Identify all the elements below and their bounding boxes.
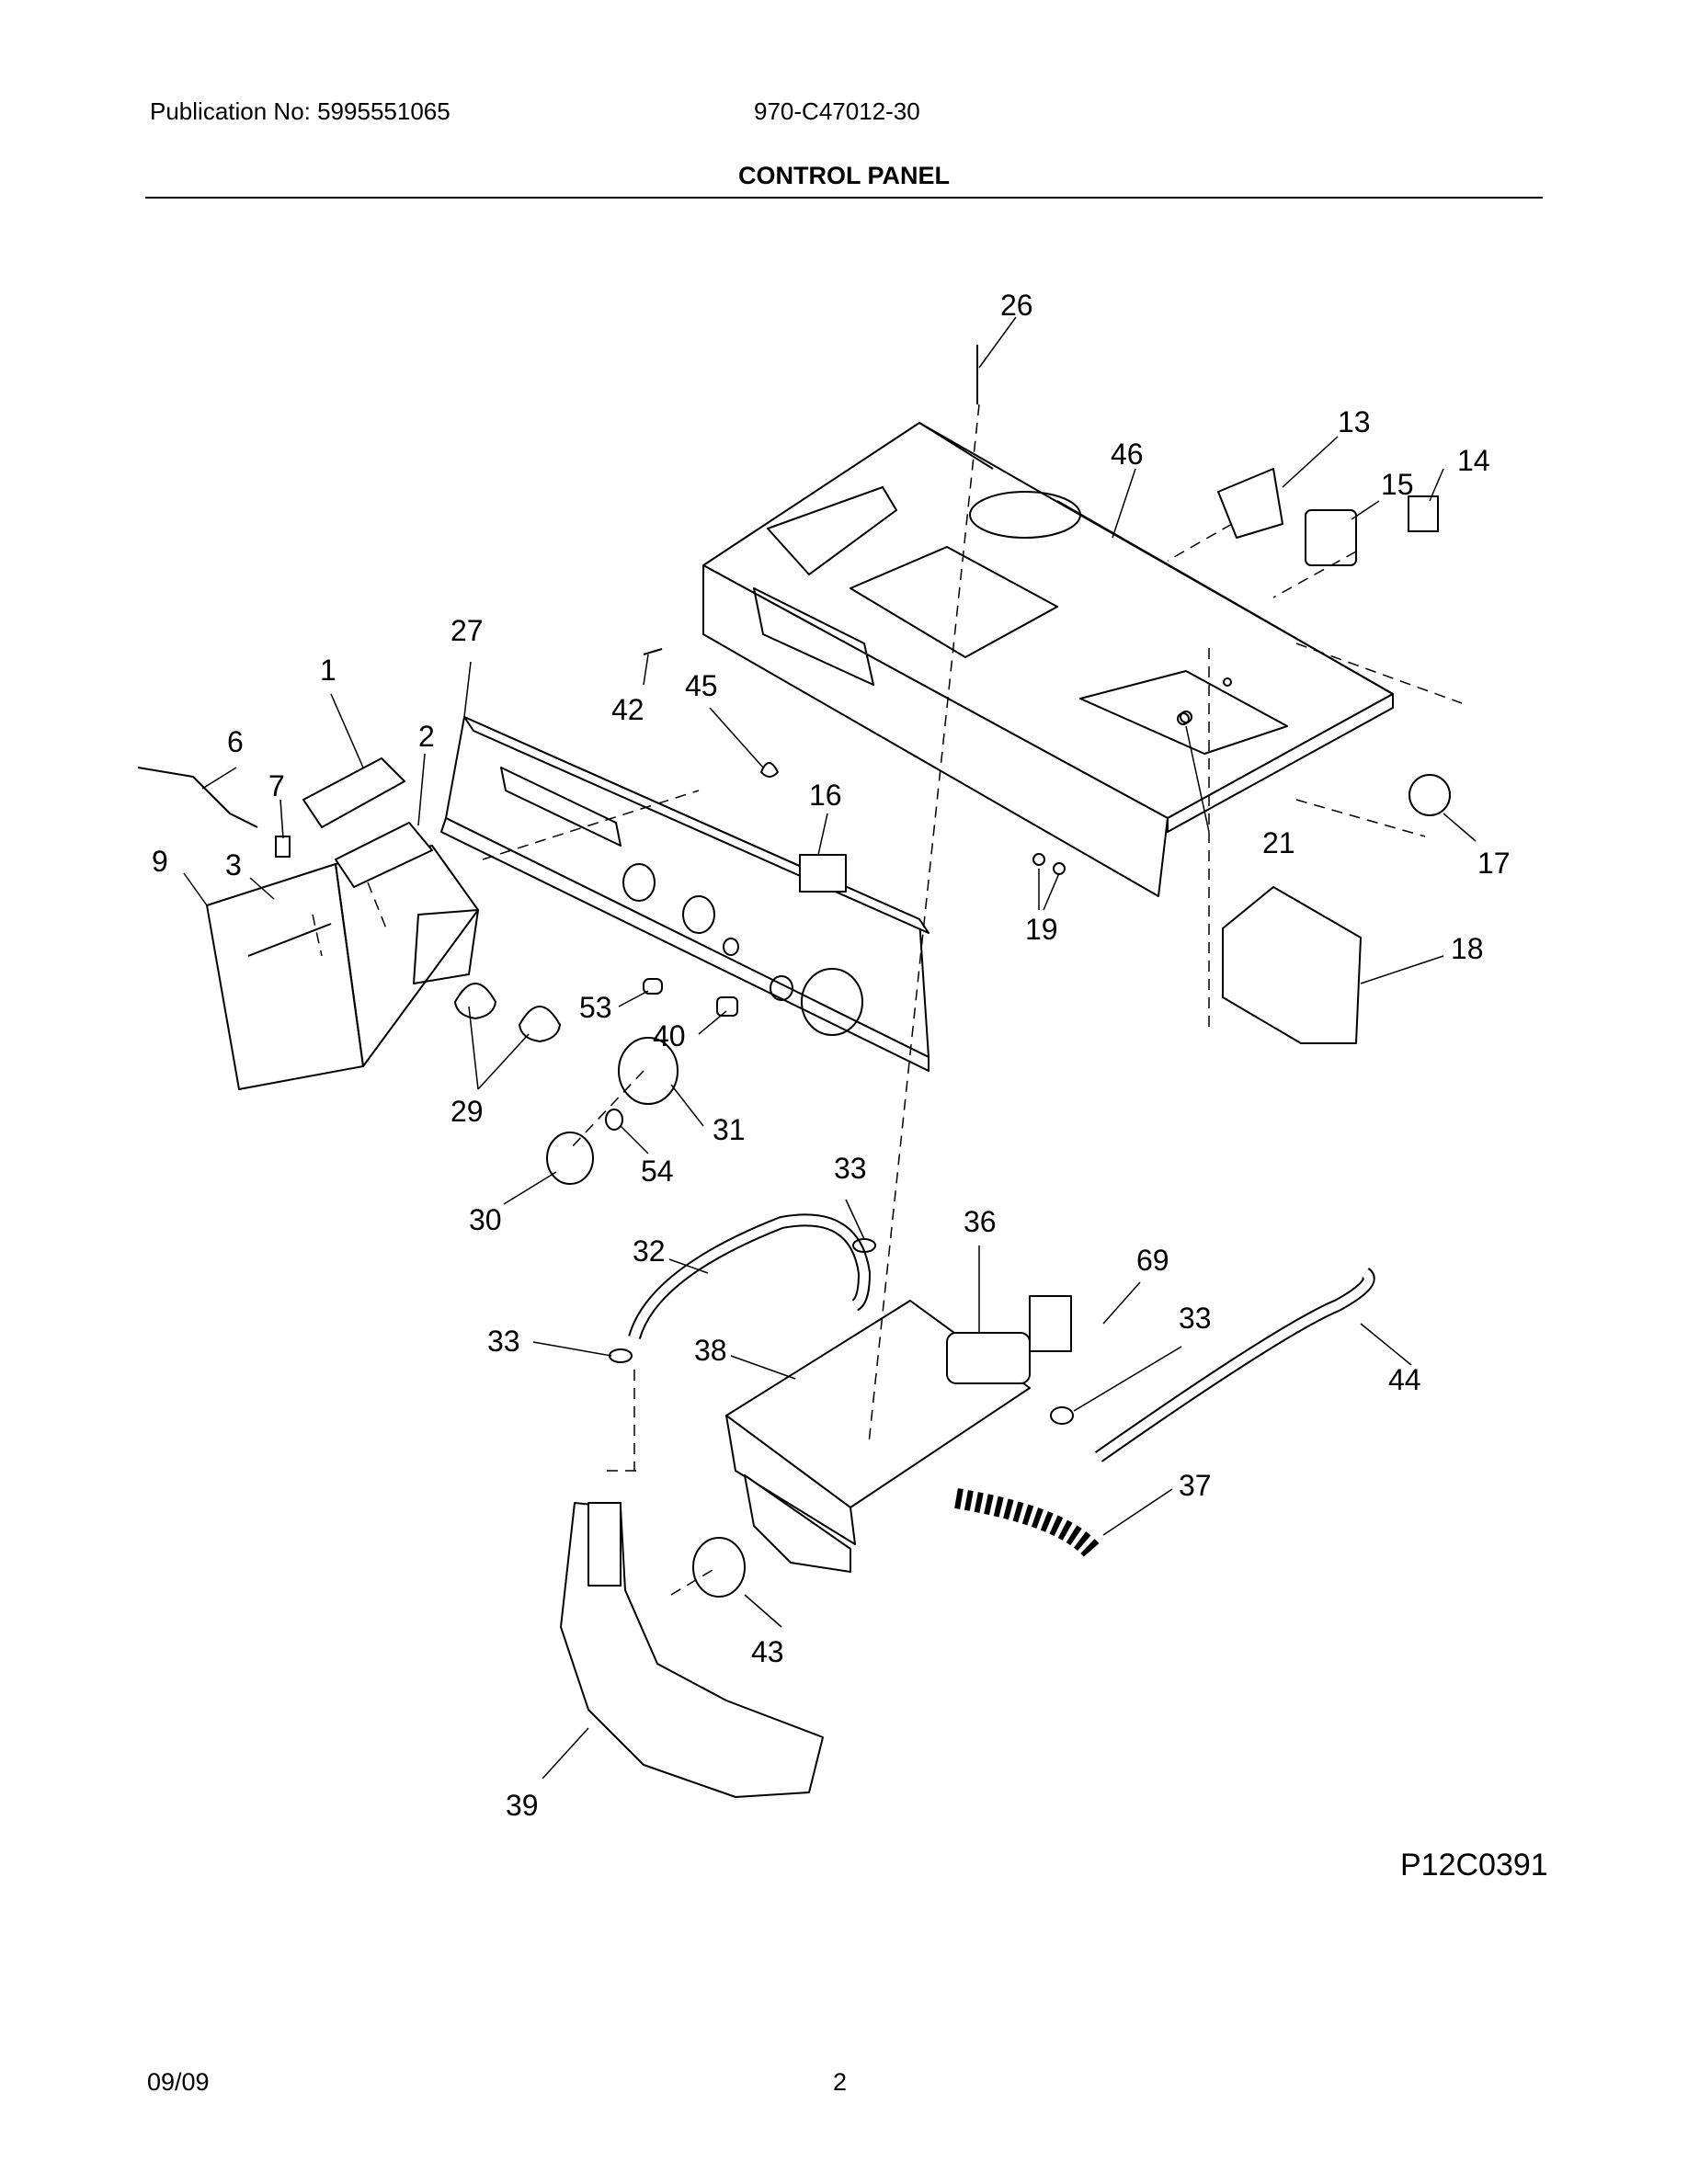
callout-54: 54 [641,1155,674,1188]
bellows-part [954,1488,1102,1561]
callout-2: 2 [418,720,435,753]
page-title: CONTROL PANEL [737,162,950,189]
callout-21: 21 [1262,826,1295,859]
callout-37: 37 [1179,1469,1212,1502]
dispenser-cap-2-part [335,822,433,888]
callout-53: 53 [579,991,612,1024]
callout-26: 26 [1000,289,1033,322]
callout-6: 6 [227,725,244,758]
callout-36: 36 [964,1205,997,1238]
gasket-part [692,1537,746,1598]
outlet-duct-part [560,1502,824,1798]
publication-number: Publication No: 5995551065 [150,97,451,125]
callout-18: 18 [1451,932,1484,965]
filter-part [799,854,847,893]
callout-43: 43 [751,1635,784,1668]
callout-44: 44 [1388,1363,1421,1396]
fastener-19-a-part [1032,853,1045,866]
callout-33-left: 33 [487,1325,520,1358]
knob-part [546,1132,594,1185]
callout-9: 9 [152,845,168,878]
callout-39: 39 [506,1789,539,1822]
callout-3: 3 [225,848,242,882]
header-rule [145,197,1543,199]
callout-1: 1 [320,654,336,687]
callout-38: 38 [694,1334,727,1367]
knob-bezel-part [618,1037,679,1105]
button-cap-b-part [519,1006,561,1042]
fastener-19-b-part [1053,862,1066,875]
callout-46: 46 [1111,438,1144,471]
callout-19: 19 [1025,913,1058,946]
callout-29: 29 [451,1095,484,1128]
callout-42: 42 [611,693,644,726]
callout-16: 16 [809,779,842,812]
callout-45: 45 [685,669,718,702]
dispenser-cap-1-part [302,757,405,828]
water-valve-part [946,1295,1072,1384]
knob-insert-part [716,996,738,1017]
callout-31: 31 [713,1113,746,1146]
callout-15: 15 [1381,468,1414,501]
siphon-part [137,767,258,828]
light-pipe-part [643,978,663,995]
callout-13: 13 [1338,405,1371,438]
callout-69: 69 [1136,1244,1169,1277]
callout-30: 30 [469,1203,502,1236]
spring-part [275,836,291,858]
callout-40: 40 [653,1019,686,1052]
control-board-part [1222,886,1362,1044]
hose-clamp-c-part [1050,1406,1074,1425]
control-frame-part [702,422,1394,897]
model-number: 970-C47012-30 [754,97,920,125]
callout-27: 27 [451,614,484,647]
callout-33-right: 33 [1179,1302,1212,1335]
button-cap-a-part [454,983,496,1019]
callout-14: 14 [1457,444,1490,477]
diagram-reference: P12C0391 [1400,1848,1548,1883]
hose-clamp-b-part [609,1348,633,1363]
callout-7: 7 [268,769,285,802]
footer-date: 09/09 [147,2068,210,2096]
screw-42-part [643,648,663,655]
callout-33-top: 33 [834,1152,867,1185]
pressure-switch-part [1409,774,1451,816]
cap-45-part [760,762,779,778]
fastener-21-part [1177,712,1190,725]
selector-switch-part [1305,509,1357,566]
dispenser-drawer-part [206,845,479,1090]
wire-harness-connector-part [1217,468,1283,539]
o-ring-part [605,1109,623,1131]
callout-32: 32 [633,1234,666,1268]
door-lock-part [1408,495,1439,532]
callout-17: 17 [1477,847,1511,880]
page-number: 2 [833,2068,848,2096]
front-panel-part [440,716,930,1072]
